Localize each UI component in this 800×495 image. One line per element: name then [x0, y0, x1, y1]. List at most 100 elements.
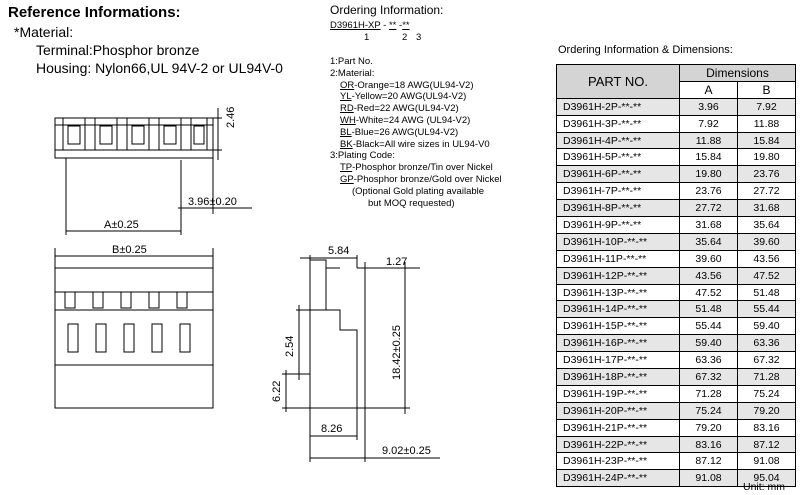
cell-dim-a: 63.36: [679, 351, 738, 370]
note-material-wh: WH-White=24 AWG (UL94-V2): [340, 114, 471, 126]
cell-dim-b: 43.56: [737, 249, 796, 268]
dim-a: A±0.25: [104, 219, 139, 231]
cell-part-no: D3961H-5P-**-**: [556, 148, 680, 167]
cell-part-no: D3961H-4P-**-**: [556, 131, 680, 150]
cell-part-no: D3961H-15P-**-**: [556, 317, 680, 336]
dim-b: B±0.25: [112, 244, 147, 256]
dimensions-table: PART NO. Dimensions A B D3961H-2P-**-**3…: [556, 64, 796, 488]
cell-dim-a: 83.16: [679, 435, 738, 454]
cell-part-no: D3961H-13P-**-**: [556, 283, 680, 302]
cell-dim-a: 27.72: [679, 199, 738, 218]
material-label: *Material:: [14, 24, 74, 40]
dim-826: 8.26: [321, 423, 343, 435]
cell-part-no: D3961H-10P-**-**: [556, 232, 680, 251]
header-part-no: PART NO.: [556, 64, 680, 99]
connector-drawing: [54, 108, 440, 462]
cell-part-no: D3961H-9P-**-**: [556, 216, 680, 234]
cell-dim-a: 55.44: [679, 317, 738, 336]
front-view-slots: [64, 291, 191, 353]
note-material-bk: BK-Black=All wire sizes in UL94-V0: [340, 138, 490, 150]
cell-dim-a: 67.32: [679, 368, 738, 386]
ordering-index-3: 3: [416, 32, 422, 43]
reference-title: Reference Informations:: [8, 4, 181, 21]
cell-dim-a: 31.68: [679, 216, 738, 234]
header-b: B: [737, 80, 796, 99]
cell-dim-b: 27.72: [737, 182, 796, 201]
cell-dim-b: 75.24: [737, 384, 796, 403]
note-material-bl: BL-Blue=26 AWG(UL94-V2): [340, 126, 459, 138]
cell-part-no: D3961H-18P-**-**: [556, 368, 680, 386]
dim-254: 2.54: [284, 335, 296, 357]
cell-dim-b: 91.08: [737, 452, 796, 471]
dim-622: 6.22: [271, 380, 283, 402]
cell-dim-b: 31.68: [737, 199, 796, 218]
cell-dim-a: 19.80: [679, 165, 738, 184]
cell-part-no: D3961H-2P-**-**: [556, 97, 680, 116]
cell-dim-a: 43.56: [679, 266, 738, 285]
cell-part-no: D3961H-24P-**-**: [556, 469, 680, 488]
cell-dim-b: 23.76: [737, 165, 796, 184]
note-plating-tp: TP-Phosphor bronze/Tin over Nickel: [340, 162, 493, 174]
cell-dim-b: 79.20: [737, 401, 796, 420]
cell-dim-a: 3.96: [679, 97, 738, 116]
cell-dim-a: 35.64: [679, 232, 738, 251]
cell-part-no: D3961H-22P-**-**: [556, 435, 680, 454]
cell-dim-a: 11.88: [679, 131, 738, 150]
ordering-index-1: 1: [364, 32, 370, 43]
cell-dim-b: 35.64: [737, 216, 796, 234]
cell-dim-a: 59.40: [679, 334, 738, 353]
ordering-code-main: D3961H-XP: [330, 20, 381, 31]
cell-dim-b: 95.04: [737, 469, 796, 488]
cell-dim-b: 47.52: [737, 266, 796, 285]
note-material-or: OR-Orange=18 AWG(UL94-V2): [340, 79, 474, 91]
dim-pitch: 3.96±0.20: [188, 196, 237, 208]
side-view: [282, 255, 440, 462]
top-view-cavities: [62, 117, 208, 151]
cell-part-no: D3961H-6P-**-**: [556, 165, 680, 184]
cell-part-no: D3961H-21P-**-**: [556, 418, 680, 437]
note-part-no: 1:Part No.: [330, 56, 373, 67]
top-view: [54, 108, 252, 235]
cell-dim-a: 23.76: [679, 182, 738, 201]
ordering-code-sep2: -: [396, 20, 403, 31]
cell-part-no: D3961H-17P-**-**: [556, 351, 680, 370]
table-title: Ordering Information & Dimensions:: [558, 44, 733, 56]
cell-dim-b: 63.36: [737, 334, 796, 353]
cell-dim-b: 67.32: [737, 351, 796, 370]
ordering-code-part2: **: [388, 20, 397, 31]
dim-246: 2.46: [225, 106, 237, 128]
cell-dim-a: 87.12: [679, 452, 738, 471]
ordering-title: Ordering Information:: [330, 3, 444, 17]
cell-part-no: D3961H-7P-**-**: [556, 182, 680, 201]
cell-dim-a: 39.60: [679, 249, 738, 268]
dim-584: 5.84: [328, 245, 350, 257]
cell-dim-b: 7.92: [737, 97, 796, 116]
cell-dim-b: 59.40: [737, 317, 796, 336]
cell-part-no: D3961H-20P-**-**: [556, 401, 680, 420]
cell-dim-b: 15.84: [737, 131, 796, 150]
front-view: [54, 248, 214, 409]
note-material-yl: YL-Yellow=20 AWG(UL94-V2): [340, 91, 467, 103]
note-plating: 3:Plating Code:: [330, 150, 395, 162]
cell-dim-a: 75.24: [679, 401, 738, 420]
note-optional-2: but MOQ requested): [368, 197, 455, 209]
